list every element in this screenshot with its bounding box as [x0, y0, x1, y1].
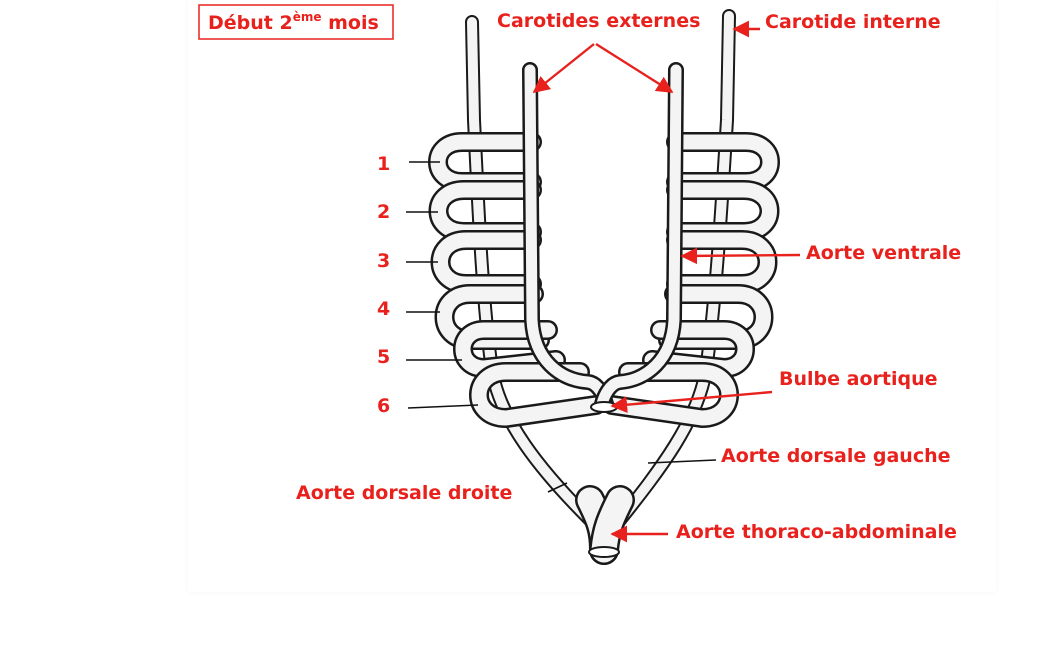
title-superscript: ème: [293, 10, 322, 24]
label-aorte-ventrale: Aorte ventrale: [806, 242, 961, 264]
page-title: Début 2ème mois: [208, 10, 379, 34]
thoraco-abdominal-aorta: [575, 485, 635, 565]
ventral-aorta-u: [522, 62, 684, 412]
arch-number-6: 6: [377, 395, 390, 417]
right-aortic-arches: [428, 132, 606, 428]
arch-number-1: 1: [377, 153, 390, 175]
title-box: Début 2ème mois: [198, 4, 394, 40]
title-prefix: Début 2: [208, 12, 293, 34]
title-suffix: mois: [321, 12, 378, 34]
arch-numbers: 1 2 3 4 5 6: [377, 153, 479, 417]
arch-number-3: 3: [377, 250, 390, 272]
label-aorte-dorsale-gauche: Aorte dorsale gauche: [721, 445, 951, 467]
label-aorte-thoraco-abdominale: Aorte thoraco-abdominale: [676, 521, 957, 543]
label-bulbe-aortique: Bulbe aortique: [779, 368, 937, 390]
arch-number-4: 4: [377, 298, 390, 320]
arch-number-5: 5: [377, 346, 390, 368]
vessel-drawing: [428, 9, 780, 565]
labels: Carotides externes Carotide interne Aort…: [296, 10, 961, 543]
arch-number-2: 2: [377, 201, 390, 223]
label-carotide-interne: Carotide interne: [765, 11, 941, 33]
label-carotides-externes: Carotides externes: [497, 10, 700, 32]
label-aorte-dorsale-droite: Aorte dorsale droite: [296, 482, 512, 504]
